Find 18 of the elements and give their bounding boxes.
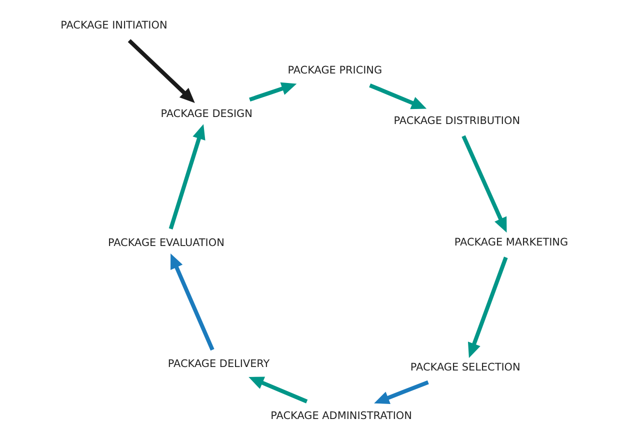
- arrow: [374, 380, 429, 404]
- node-text: PACKAGE DELIVERY: [168, 358, 270, 370]
- arrow: [170, 253, 214, 351]
- node-text: PACKAGE PRICING: [288, 64, 382, 77]
- arrow: [249, 82, 297, 102]
- node-text: PACKAGE DESIGN: [160, 108, 252, 120]
- arrow: [462, 135, 507, 233]
- node-text: PACKAGE EVALUATION: [108, 237, 224, 250]
- node-text: PACKAGE MARKETING: [454, 236, 568, 249]
- node-text: PACKAGE SELECTION: [410, 362, 520, 374]
- node-text: PACKAGE INITIATION: [60, 20, 168, 32]
- node-text: PACKAGE DISTRIBUTION: [394, 115, 520, 128]
- node-text: PACKAGE ADMINISTRATION: [270, 410, 412, 422]
- arrow: [468, 256, 508, 358]
- arrow: [369, 83, 427, 110]
- arrow: [128, 39, 195, 104]
- arrow: [248, 376, 308, 404]
- arrow: [168, 124, 206, 230]
